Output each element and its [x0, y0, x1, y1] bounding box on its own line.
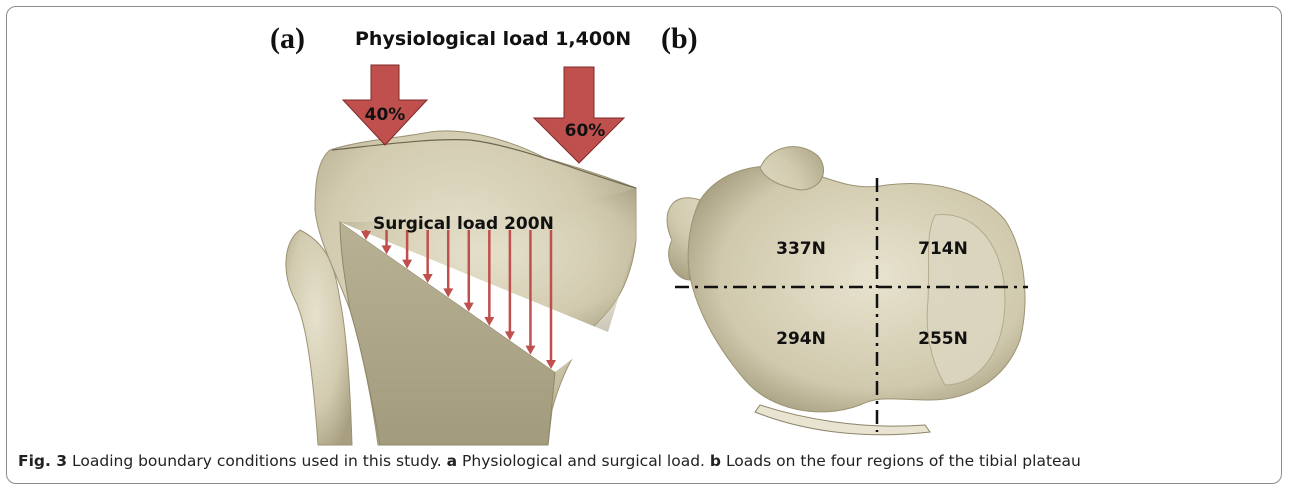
panel-b: (b) 337N 714N 294N 255N [661, 22, 1028, 435]
physiological-load-title: Physiological load 1,400N [355, 28, 631, 50]
caption-part-b-label: b [710, 452, 721, 470]
caption-part-a-label: a [447, 452, 457, 470]
caption-intro: Loading boundary conditions used in this… [67, 452, 447, 470]
figure-caption: Fig. 3 Loading boundary conditions used … [18, 452, 1274, 470]
caption-part-a-text: Physiological and surgical load. [457, 452, 710, 470]
panel-a-label: (a) [270, 22, 305, 55]
panel-a: (a) Physiological load 1,400N 40% 60% Su… [270, 22, 636, 445]
caption-part-b-text: Loads on the four regions of the tibial … [721, 452, 1081, 470]
surgical-load-label: Surgical load 200N [373, 214, 554, 234]
region-bottom-left-load: 294N [776, 329, 826, 349]
arrow-right-60 [534, 67, 624, 163]
region-bottom-right-load: 255N [918, 329, 968, 349]
arrow-left-percent: 40% [365, 105, 406, 125]
arrow-right-percent: 60% [565, 121, 606, 141]
caption-fig-label: Fig. 3 [18, 452, 67, 470]
region-top-right-load: 714N [918, 239, 968, 259]
panel-b-label: (b) [661, 22, 698, 55]
region-top-left-load: 337N [776, 239, 826, 259]
figure-illustration: (a) Physiological load 1,400N 40% 60% Su… [0, 0, 1290, 450]
